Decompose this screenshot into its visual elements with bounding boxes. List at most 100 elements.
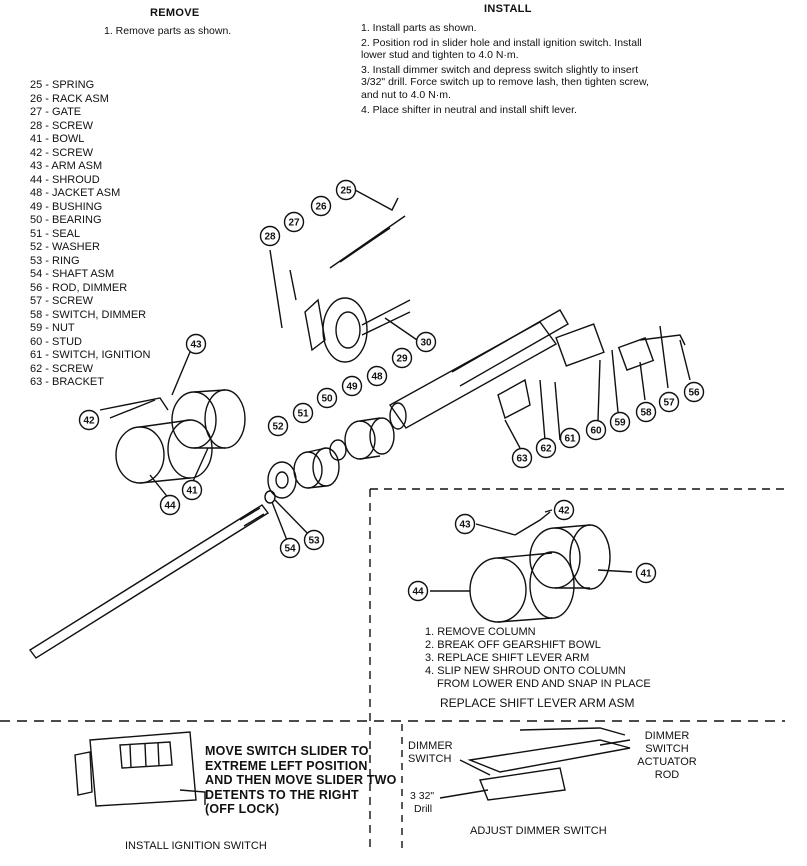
callout-number: 59: [614, 418, 626, 429]
shift-step-3: 3. REPLACE SHIFT LEVER ARM: [425, 652, 590, 664]
shift-step-4: 4. SLIP NEW SHROUD ONTO COLUMN: [425, 665, 626, 677]
callout-circle: [366, 365, 388, 387]
shaft-spline: [243, 513, 265, 527]
dimmer-right-line-1: DIMMER: [644, 730, 690, 742]
dimmer-switch: [617, 337, 655, 371]
bushing-49-rear: [369, 417, 395, 455]
slider-detent: [129, 744, 132, 769]
screw-leader: [269, 249, 283, 329]
remove-heading: REMOVE: [150, 7, 200, 19]
callout-circle: [635, 562, 657, 584]
callout-number: 62: [540, 444, 552, 455]
bolt-30-leader: [384, 317, 421, 343]
bushing-49-body: [359, 417, 381, 460]
callout-circle: [415, 331, 437, 353]
shaft-spline: [239, 507, 261, 521]
callout-number: 43: [190, 340, 202, 351]
inset-arm: [514, 511, 551, 536]
shroud: [115, 426, 165, 484]
parts-list-item: 59 - NUT: [30, 322, 75, 334]
parts-list-item: 61 - SWITCH, IGNITION: [30, 349, 151, 361]
inset-43-leader: [475, 523, 516, 536]
callout-circle: [292, 402, 314, 424]
bowl-rear: [204, 389, 246, 449]
gate-leader: [289, 269, 297, 301]
ignition-switch-tab: [179, 789, 206, 805]
inset-shroud-rear: [529, 551, 575, 619]
parts-list-item: 43 - ARM ASM: [30, 160, 103, 172]
dimmer-58-leader: [639, 361, 646, 401]
callout-circle: [407, 580, 429, 602]
install-step-1: 1. Install parts as shown.: [361, 22, 477, 34]
callout-number: 60: [590, 426, 602, 437]
shift-lever-steps: 1. REMOVE COLUMN 2. BREAK OFF GEARSHIFT …: [425, 626, 695, 691]
parts-list-item: 58 - SWITCH, DIMMER: [30, 308, 147, 321]
callout-circle: [259, 225, 281, 247]
bracket-63: [497, 378, 531, 420]
parts-list-item: 49 - BUSHING: [30, 200, 103, 213]
dimmer-left-line-2: SWITCH: [408, 753, 452, 765]
nut-59-leader: [611, 349, 619, 413]
parts-list-item: 50 - BEARING: [30, 214, 102, 226]
callout-circle: [310, 195, 332, 217]
callout-circle: [511, 447, 533, 469]
callout-circle: [585, 419, 607, 441]
gearshift-bowl-inner: [335, 311, 361, 349]
shift-arm: [99, 397, 169, 411]
parts-list-item: 57 - SCREW: [30, 295, 93, 307]
parts-list-item: 27 - GATE: [30, 106, 82, 118]
screw-62-leader: [539, 379, 546, 441]
callout-circle: [391, 347, 413, 369]
parts-list-item: 42 - SCREW: [30, 146, 93, 159]
rod-56-leader: [679, 339, 691, 381]
ignition-switch-end: [74, 751, 93, 796]
callout-number: 53: [308, 536, 320, 547]
callout-number: 27: [288, 218, 300, 229]
callout-circle: [283, 211, 305, 233]
jacket-end: [389, 402, 407, 430]
callout-circle: [303, 529, 325, 551]
drill-line-2: Drill: [414, 803, 433, 815]
inset-42-leader: [544, 509, 553, 513]
dimmer-actuator-rod-illustration: [519, 727, 626, 736]
ignition-caption: INSTALL IGNITION SWITCH: [125, 840, 267, 852]
callout-circle: [609, 411, 631, 433]
parts-list-item: 26 - RACK ASM: [30, 92, 109, 105]
ignition-switch-slider: [119, 741, 173, 769]
callout-number: 57: [663, 398, 675, 409]
parts-list-item: 60 - STUD: [30, 335, 82, 348]
rack-rod: [329, 215, 406, 269]
inset-bowl-rear: [569, 524, 611, 590]
screw-42-leader: [109, 399, 156, 419]
callout-number: 56: [688, 388, 700, 399]
steering-shaft: [28, 504, 270, 659]
parts-list-item: 51 - SEAL: [30, 227, 81, 240]
callout-circle: [553, 499, 575, 521]
ignition-switch-illustration: [89, 731, 197, 807]
washer-52-hole: [275, 471, 289, 489]
callout-number: 30: [420, 338, 432, 349]
shift-step-4-cont: FROM LOWER END AND SNAP IN PLACE: [437, 678, 651, 690]
shroud-body: [139, 419, 191, 484]
parts-list-item: 63 - BRACKET: [30, 376, 104, 388]
callout-group: 2526272830294342444152515049485354636261…: [78, 179, 705, 559]
callout-number: 28: [264, 232, 276, 243]
parts-list-item: 28 - SCREW: [30, 119, 93, 132]
ignition-line-5: (OFF LOCK): [205, 802, 280, 816]
callout-number: 63: [516, 454, 528, 465]
parts-list-item: 56 - ROD, DIMMER: [30, 281, 128, 294]
callout-number: 41: [640, 569, 652, 580]
dimmer-actuator-label: DIMMER SWITCH ACTUATOR ROD: [632, 730, 702, 782]
washer-52: [267, 461, 297, 499]
bracket-leader: [504, 419, 521, 449]
shift-lever-title: REPLACE SHIFT LEVER ARM ASM: [440, 696, 635, 710]
callout-circle: [185, 333, 207, 355]
slider-detent: [157, 742, 160, 767]
dimmer-right-line-3: ACTUATOR: [637, 756, 697, 768]
install-heading: INSTALL: [484, 3, 532, 15]
inset-shroud-body: [497, 552, 553, 623]
actuator-rod-leader: [599, 739, 631, 746]
parts-list-item: 54 - SHAFT ASM: [30, 268, 115, 280]
